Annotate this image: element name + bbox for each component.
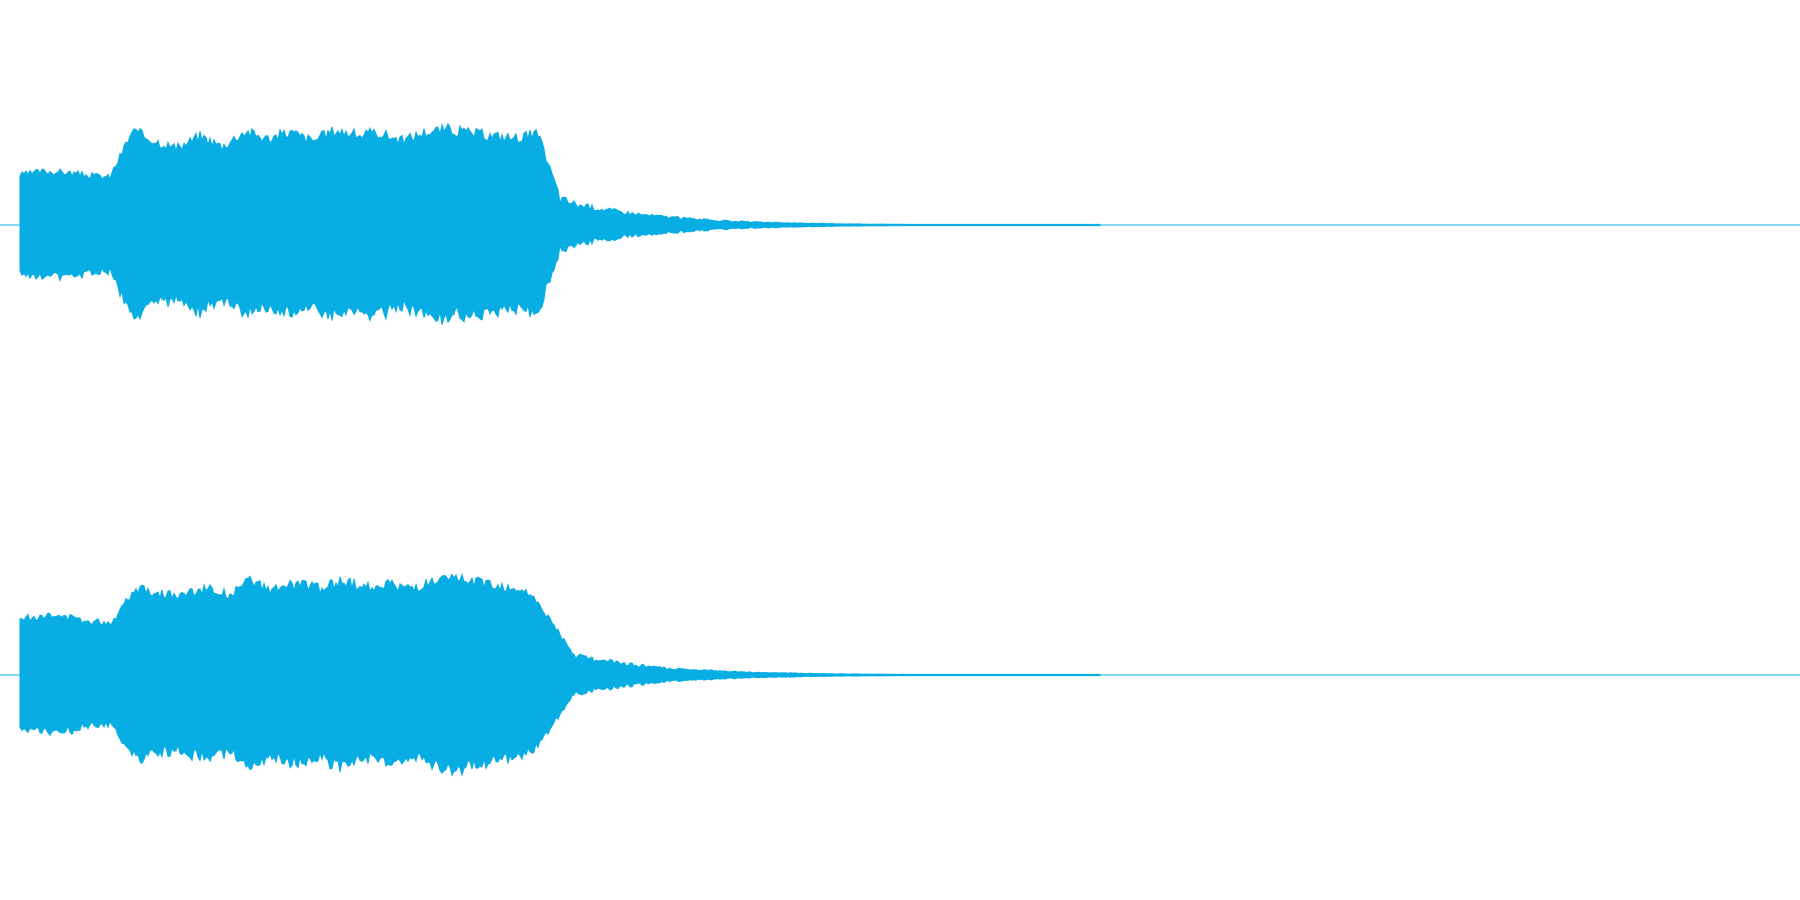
channel-2-waveform: [19, 572, 1101, 777]
channel-1-waveform: [19, 122, 1101, 326]
channel-2-track[interactable]: [0, 572, 1800, 777]
channel-1-track[interactable]: [0, 122, 1800, 326]
